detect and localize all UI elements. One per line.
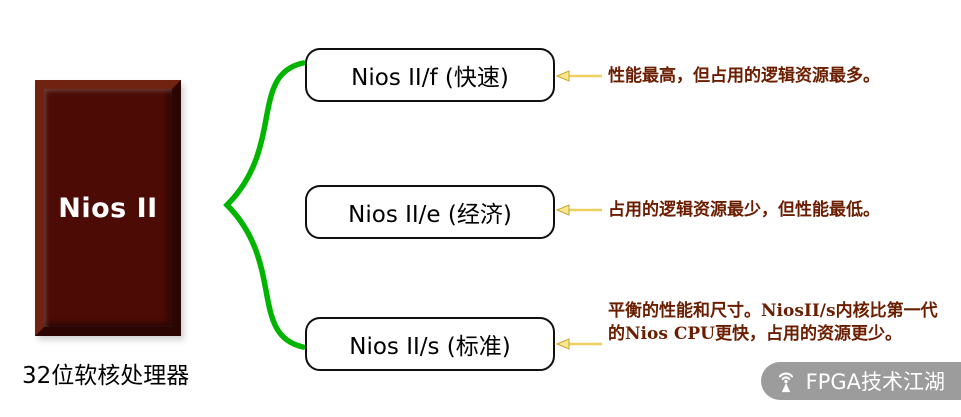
variant-description: 性能最高，但占用的逻辑资源最多。 (608, 66, 880, 86)
signal-tower-icon (778, 372, 793, 393)
nios-ii-main-box: Nios II (35, 80, 181, 336)
watermark-text: FPGA技术江湖 (805, 370, 945, 394)
variant-box-fast: Nios II/f (快速) (305, 48, 555, 102)
main-box-title: Nios II (58, 192, 158, 224)
main-box-caption: 32位软核处理器 (22, 363, 190, 389)
arrow-left-icon (556, 70, 602, 82)
variant-description: 占用的逻辑资源最少，但性能最低。 (608, 200, 880, 220)
variant-label: Nios II/e (经济) (348, 202, 512, 228)
brace-connector-icon (223, 60, 306, 350)
watermark: FPGA技术江湖 (760, 362, 961, 400)
arrow-left-icon (556, 204, 602, 216)
arrow-left-icon (556, 338, 602, 350)
variant-label: Nios II/f (快速) (351, 65, 509, 91)
variant-label: Nios II/s (标准) (349, 334, 511, 360)
variant-box-standard: Nios II/s (标准) (305, 317, 555, 371)
variant-box-economy: Nios II/e (经济) (305, 185, 555, 239)
variant-description: 平衡的性能和尺寸。NiosII/s内核比第一代的Nios CPU更快，占用的资源… (608, 301, 938, 344)
